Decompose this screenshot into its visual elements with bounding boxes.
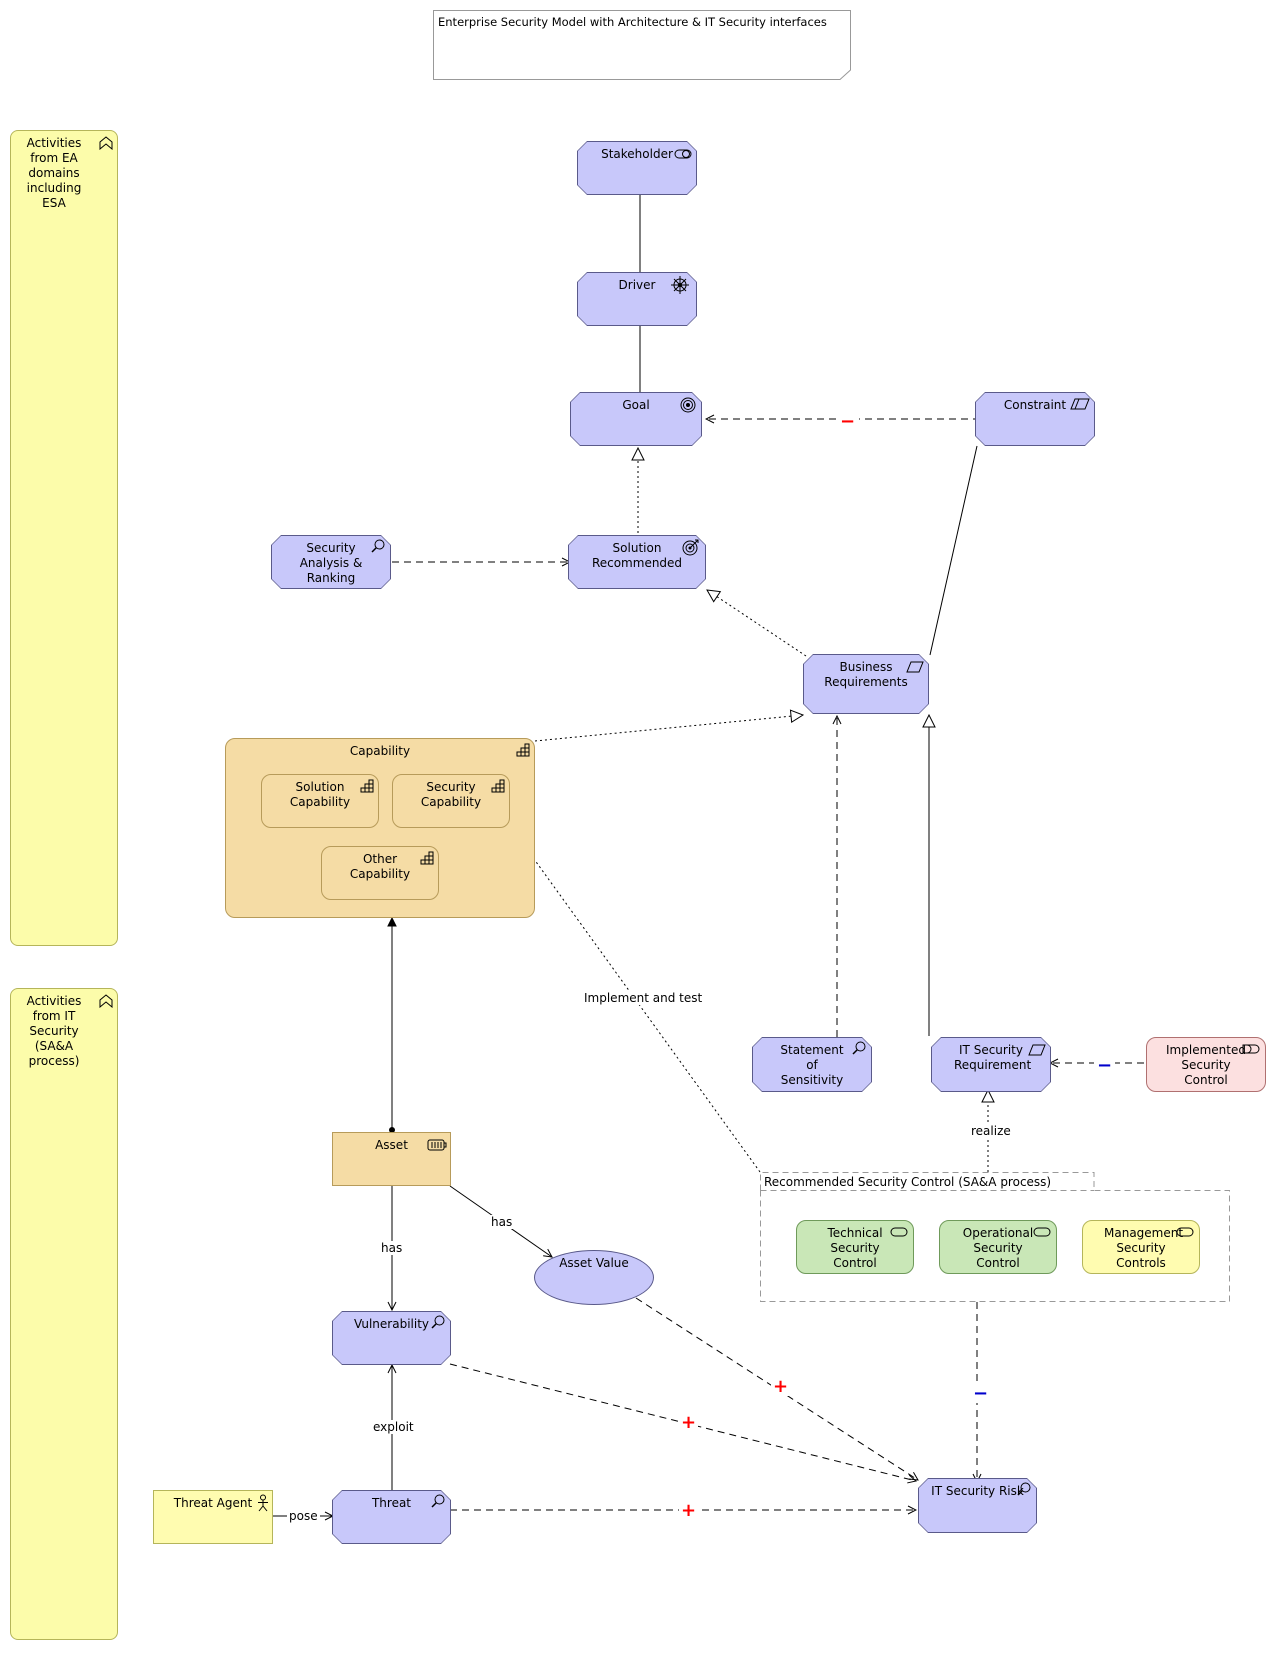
capability-icon <box>516 743 530 760</box>
security-capability-label: Security Capability <box>420 780 482 809</box>
solution-recommended-label: Solution Recommended <box>591 541 683 570</box>
solution-recommended-node[interactable]: Solution Recommended <box>568 535 706 589</box>
driver-node[interactable]: Driver <box>577 272 697 326</box>
driver-icon <box>671 276 689 297</box>
influence-sign-controls-risk: − <box>971 1383 991 1404</box>
link-value-risk <box>635 1297 918 1480</box>
recommended-group-label: Recommended Security Control (SA&A proce… <box>764 1175 1052 1189</box>
label-implement-and-test: Implement and test <box>582 991 705 1005</box>
constraint-icon <box>1070 398 1090 413</box>
goal-node[interactable]: Goal <box>570 392 702 446</box>
vulnerability-label: Vulnerability <box>353 1317 430 1331</box>
other-capability-node[interactable]: Other Capability <box>321 846 439 900</box>
technical-security-control-node[interactable]: Technical Security Control <box>796 1220 914 1274</box>
other-capability-label: Other Capability <box>349 852 411 881</box>
solution-capability-node[interactable]: Solution Capability <box>261 774 379 828</box>
it-security-requirement-label: IT Security Requirement <box>954 1043 1032 1072</box>
management-security-controls-node[interactable]: Management Security Controls <box>1082 1220 1200 1274</box>
influence-sign-value-risk: + <box>771 1376 791 1397</box>
statement-of-sensitivity-node[interactable]: Statement of Sensitivity <box>752 1037 872 1092</box>
assessment-icon <box>371 539 385 556</box>
driver-label: Driver <box>618 278 656 292</box>
capability-icon <box>360 779 374 796</box>
assessment-icon <box>431 1494 445 1511</box>
constraint-node[interactable]: Constraint <box>975 392 1095 446</box>
capability-icon <box>491 779 505 796</box>
implemented-security-control-label: Implemented Security Control <box>1166 1043 1246 1087</box>
constraint-label: Constraint <box>1003 398 1067 412</box>
service-icon <box>890 1227 908 1240</box>
goal-label: Goal <box>622 398 650 412</box>
recommended-security-control-group: Recommended Security Control (SA&A proce… <box>760 1172 1230 1302</box>
label-has-vulnerability: has <box>379 1241 405 1255</box>
vulnerability-node[interactable]: Vulnerability <box>332 1311 451 1365</box>
influence-sign-vulnerability-risk: + <box>679 1412 699 1433</box>
title-note: Enterprise Security Model with Architect… <box>433 10 851 80</box>
asset-value-label: Asset Value <box>559 1256 629 1270</box>
capability-node[interactable]: Capability Solution Capability Security … <box>225 738 535 918</box>
asset-label: Asset <box>375 1138 408 1152</box>
group-outline <box>760 1172 1230 1302</box>
threat-node[interactable]: Threat <box>332 1490 451 1544</box>
grouping-ea-label: Activities from EA domains including ESA <box>26 136 82 210</box>
assessment-icon <box>852 1041 866 1058</box>
threat-agent-node[interactable]: Threat Agent <box>153 1490 273 1544</box>
management-security-controls-label: Management Security Controls <box>1104 1226 1184 1270</box>
requirement-icon <box>1028 1044 1046 1059</box>
assessment-icon <box>1017 1482 1031 1499</box>
link-bizreq-solution <box>707 590 807 657</box>
label-exploit: exploit <box>371 1420 416 1434</box>
capability-icon <box>420 851 434 868</box>
technical-security-control-label: Technical Security Control <box>827 1226 883 1270</box>
grouping-it: Activities from IT Security (SA&A proces… <box>10 988 118 1640</box>
service-icon <box>1242 1044 1260 1057</box>
stakeholder-icon <box>674 149 692 162</box>
business-requirements-label: Business Requirements <box>824 660 908 689</box>
security-capability-node[interactable]: Security Capability <box>392 774 510 828</box>
grouping-icon <box>99 136 113 153</box>
influence-sign-implemented-itreq: − <box>1094 1057 1116 1075</box>
actor-icon <box>257 1494 269 1515</box>
capability-label: Capability <box>349 744 411 758</box>
requirement-icon <box>906 661 924 676</box>
stakeholder-label: Stakeholder <box>601 147 673 161</box>
outcome-icon <box>682 538 700 559</box>
assessment-icon <box>431 1315 445 1332</box>
threat-agent-label: Threat Agent <box>173 1496 253 1510</box>
statement-of-sensitivity-label: Statement of Sensitivity <box>780 1043 844 1087</box>
service-icon <box>1176 1227 1194 1240</box>
operational-security-control-label: Operational Security Control <box>962 1226 1034 1270</box>
label-has-value: has <box>489 1215 515 1229</box>
note-shape <box>433 10 851 80</box>
label-realize: realize <box>969 1124 1013 1138</box>
label-pose: pose <box>287 1509 320 1523</box>
operational-security-control-node[interactable]: Operational Security Control <box>939 1220 1057 1274</box>
threat-label: Threat <box>371 1496 412 1510</box>
grouping-ea: Activities from EA domains including ESA <box>10 130 118 946</box>
security-analysis-node[interactable]: Security Analysis & Ranking <box>271 535 391 589</box>
implemented-security-control-node[interactable]: Implemented Security Control <box>1146 1037 1266 1092</box>
business-requirements-node[interactable]: Business Requirements <box>803 654 929 714</box>
solution-capability-label: Solution Capability <box>289 780 351 809</box>
it-security-risk-node[interactable]: IT Security Risk <box>918 1478 1037 1533</box>
security-analysis-label: Security Analysis & Ranking <box>299 541 363 585</box>
link-constraint-bizreq <box>929 445 978 656</box>
it-security-risk-label: IT Security Risk <box>931 1484 1024 1498</box>
page-title: Enterprise Security Model with Architect… <box>438 15 827 29</box>
service-icon <box>1033 1227 1051 1240</box>
goal-icon <box>680 397 696 416</box>
influence-sign-threat-risk: + <box>679 1500 699 1521</box>
grouping-icon <box>99 994 113 1011</box>
resource-icon <box>427 1139 447 1154</box>
stakeholder-node[interactable]: Stakeholder <box>577 141 697 195</box>
grouping-it-label: Activities from IT Security (SA&A proces… <box>26 994 82 1068</box>
influence-sign-constraint-goal: − <box>836 413 860 431</box>
asset-value-node[interactable]: Asset Value <box>534 1250 654 1305</box>
asset-node[interactable]: Asset <box>332 1132 451 1186</box>
it-security-requirement-node[interactable]: IT Security Requirement <box>931 1037 1051 1092</box>
link-capability-bizreq <box>534 715 803 742</box>
